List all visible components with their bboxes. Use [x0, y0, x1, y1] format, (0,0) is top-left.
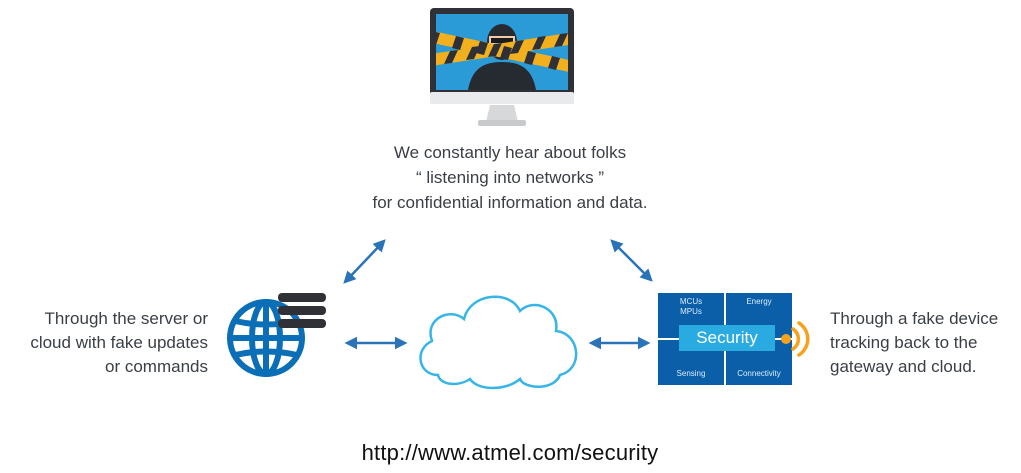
cloud-icon — [419, 295, 578, 390]
right-caption-line1: Through a fake device — [830, 309, 999, 328]
wireless-signal-icon — [781, 321, 810, 357]
left-caption-line1: Through the server or — [44, 309, 208, 328]
module-security-bar: Security — [679, 325, 775, 351]
top-caption-line3: for confidential information and data. — [372, 193, 648, 212]
right-caption: Through a fake device tracking back to t… — [830, 307, 1020, 379]
module-sensing-label: Sensing — [676, 369, 706, 378]
module-mcus-label: MCUs — [679, 297, 703, 306]
arrow-top-right — [610, 239, 653, 282]
module-energy-label: Energy — [746, 297, 772, 306]
arrow-top-left — [343, 239, 386, 284]
monitor-hacker-icon — [430, 8, 574, 126]
top-caption: We constantly hear about folks “ listeni… — [300, 140, 720, 215]
globe-server-icon — [227, 293, 326, 377]
top-caption-line2: “ listening into networks ” — [415, 168, 605, 187]
module-connectivity-label: Connectivity — [737, 369, 781, 378]
right-caption-line3: gateway and cloud. — [830, 357, 977, 376]
right-caption-line2: tracking back to the — [830, 333, 978, 352]
left-caption-line3: or commands — [105, 357, 208, 376]
module-mpus-label: MPUs — [680, 307, 702, 316]
left-caption: Through the server or cloud with fake up… — [0, 307, 208, 379]
left-caption-line2: cloud with fake updates — [30, 333, 208, 352]
source-url: http://www.atmel.com/security — [361, 440, 659, 465]
top-caption-line1: We constantly hear about folks — [393, 143, 627, 162]
